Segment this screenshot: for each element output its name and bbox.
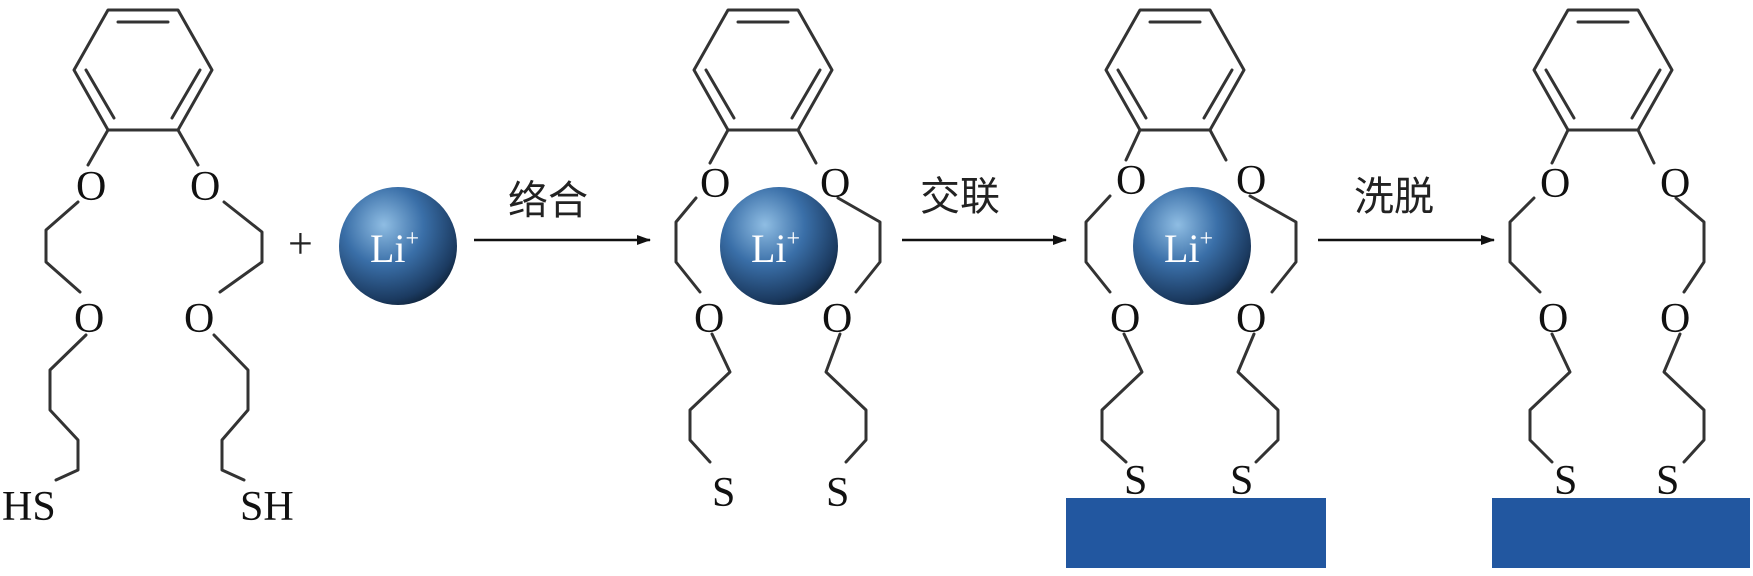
- right-chain: [1236, 332, 1280, 464]
- oxygen-atom: O: [694, 296, 724, 342]
- oxygen-atom: O: [1660, 161, 1690, 207]
- right-chain: [836, 196, 882, 294]
- svg-text:Li+: Li+: [370, 226, 419, 271]
- crosslinked-complex: O O O O S S Li+: [1066, 8, 1326, 568]
- step-arrow-crosslinking: 交联: [902, 174, 1067, 245]
- left-chain: [688, 332, 732, 464]
- left-chain: [1508, 196, 1542, 294]
- oxygen-atom: O: [74, 296, 104, 342]
- oxygen-atom: O: [700, 161, 730, 207]
- left-chain: [1528, 332, 1572, 464]
- left-chain: [674, 196, 702, 294]
- left-chain: [1084, 194, 1112, 294]
- oxygen-atom: O: [1540, 161, 1570, 207]
- substrate-block: [1066, 498, 1326, 568]
- oxygen-atom: O: [1538, 296, 1568, 342]
- right-chain: [824, 332, 868, 464]
- right-chain: [176, 128, 200, 167]
- free-ligand: O O O O HS SH: [2, 8, 294, 530]
- oxygen-atom: O: [1660, 296, 1690, 342]
- right-chain: [212, 333, 250, 482]
- sulfur-atom: S: [1656, 458, 1679, 504]
- ligand-li-complex: O O O O S S Li+: [674, 8, 882, 516]
- oxygen-atom: O: [1116, 158, 1146, 204]
- right-chain: [1674, 196, 1706, 294]
- ion-symbol: Li: [751, 226, 787, 271]
- step-label: 交联: [920, 174, 1000, 220]
- oxygen-atom: O: [190, 164, 220, 210]
- ion-symbol: Li: [370, 226, 406, 271]
- right-chain: [218, 200, 264, 294]
- left-chain: [44, 200, 82, 294]
- substrate-block: [1492, 498, 1750, 568]
- left-chain: [86, 128, 110, 167]
- benzene-ring: [1532, 8, 1674, 132]
- left-chain: [48, 333, 88, 482]
- step-label: 洗脱: [1354, 174, 1434, 220]
- left-chain: [1100, 332, 1144, 464]
- thiol-group-left: HS: [2, 484, 56, 530]
- lithium-ion: Li+: [720, 187, 838, 305]
- sulfur-atom: S: [1554, 458, 1577, 504]
- ion-symbol: Li: [1164, 226, 1200, 271]
- ion-charge: +: [1200, 226, 1214, 252]
- right-chain: [1636, 128, 1656, 165]
- lithium-ion: Li+: [339, 187, 457, 305]
- benzene-ring: [1104, 8, 1246, 132]
- imprinted-cavity: O O O O S S: [1492, 8, 1750, 568]
- benzene-ring: [72, 8, 214, 132]
- left-chain: [1550, 128, 1570, 165]
- right-chain: [1248, 194, 1298, 294]
- sulfur-atom: S: [826, 470, 849, 516]
- svg-text:Li+: Li+: [751, 226, 800, 271]
- sulfur-atom: S: [1124, 458, 1147, 504]
- benzene-ring: [692, 8, 834, 132]
- step-arrow-elution: 洗脱: [1318, 174, 1495, 245]
- oxygen-atom: O: [1236, 158, 1266, 204]
- right-chain: [1208, 128, 1228, 162]
- oxygen-atom: O: [76, 164, 106, 210]
- oxygen-atom: O: [820, 161, 850, 207]
- sulfur-atom: S: [712, 470, 735, 516]
- sulfur-atom: S: [1230, 458, 1253, 504]
- oxygen-atom: O: [822, 296, 852, 342]
- step-arrow-complexation: 络合: [474, 178, 651, 245]
- step-label: 络合: [508, 178, 588, 224]
- lithium-ion: Li+: [1133, 187, 1251, 305]
- svg-text:Li+: Li+: [1164, 226, 1213, 271]
- thiol-group-right: SH: [240, 484, 294, 530]
- right-chain: [1662, 332, 1706, 464]
- oxygen-atom: O: [184, 296, 214, 342]
- oxygen-atom: O: [1236, 296, 1266, 342]
- ion-charge: +: [406, 226, 420, 252]
- right-chain: [796, 128, 818, 165]
- ion-charge: +: [787, 226, 801, 252]
- left-chain: [1124, 128, 1142, 162]
- left-chain: [708, 128, 730, 165]
- oxygen-atom: O: [1110, 296, 1140, 342]
- plus-sign: +: [288, 219, 313, 268]
